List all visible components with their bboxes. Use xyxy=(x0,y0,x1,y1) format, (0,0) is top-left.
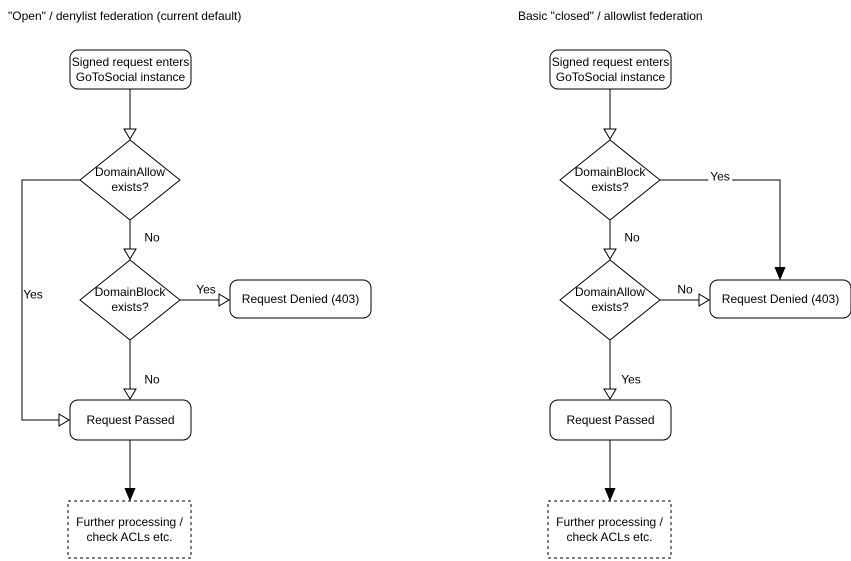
open-denylist-node-domainblock-decision xyxy=(79,259,181,341)
edges-group xyxy=(21,89,780,500)
open-denylist-edge-domainallow-yes xyxy=(21,179,80,427)
closed-allowlist-node-further-processing xyxy=(547,500,672,559)
closed-allowlist-node-request-passed xyxy=(549,399,672,441)
right-diagram-title: Basic "closed" / allowlist federation xyxy=(518,9,703,23)
closed-allowlist-node-domainblock-decision xyxy=(559,139,661,221)
closed-allowlist-edge-domainblock-yes xyxy=(660,179,780,279)
open-denylist-node-request-passed xyxy=(69,399,192,441)
open-denylist-node-request-denied xyxy=(229,279,372,319)
left-diagram-title: "Open" / denylist federation (current de… xyxy=(8,9,242,23)
closed-allowlist-node-domainallow-decision xyxy=(559,259,661,341)
open-denylist-node-further-processing xyxy=(67,500,192,559)
closed-allowlist-node-request-denied xyxy=(709,279,851,319)
nodes-group xyxy=(67,49,851,559)
open-denylist-node-domainallow-decision xyxy=(79,139,181,221)
open-denylist-node-start xyxy=(69,49,192,90)
closed-allowlist-node-start xyxy=(549,49,672,90)
